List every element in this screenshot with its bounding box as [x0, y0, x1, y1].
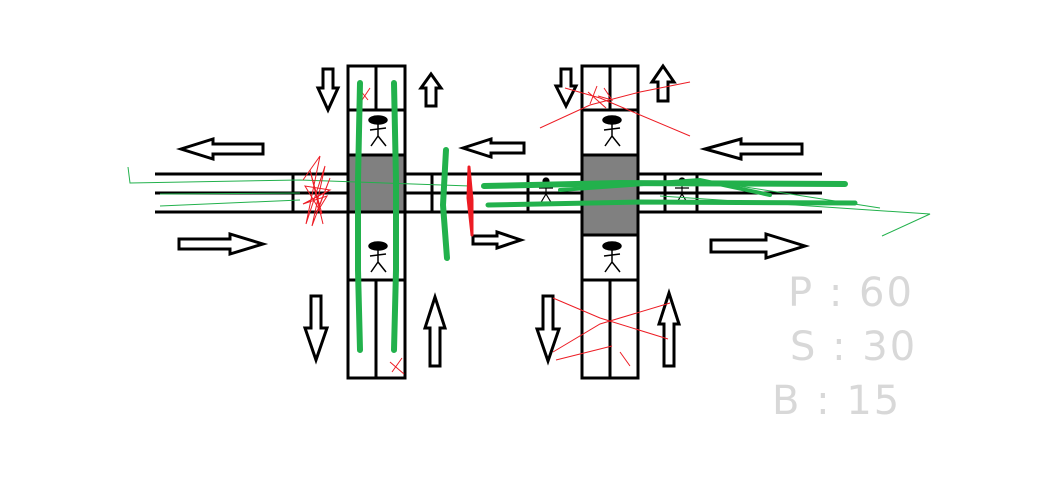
- arrow-right-icon: [177, 231, 269, 257]
- arrow-down-icon: [302, 294, 330, 365]
- red-marker: [466, 165, 474, 237]
- arrow-left-icon: [175, 136, 265, 162]
- green-route-marks: [355, 80, 858, 353]
- arrow-right-icon: [471, 229, 526, 251]
- legend-s-value: 30: [862, 324, 918, 370]
- arrow-up-icon: [418, 71, 444, 108]
- arrow-left-icon: [699, 137, 804, 161]
- arrow-up-icon: [422, 292, 448, 368]
- pedestrian-icon: [368, 115, 388, 147]
- legend-b-value: 15: [846, 378, 902, 424]
- pedestrian-icon: [602, 241, 622, 273]
- arrow-down-icon: [553, 67, 579, 110]
- legend-s-label: S: [790, 324, 818, 370]
- legend-p-value: 60: [859, 270, 914, 316]
- arrow-up-icon: [656, 288, 682, 368]
- legend-b: B : 15: [772, 378, 902, 424]
- arrow-down-icon: [534, 294, 562, 366]
- legend-p: P : 60: [788, 270, 914, 316]
- arrow-down-icon: [315, 67, 341, 114]
- arrow-right-icon: [709, 231, 811, 261]
- legend-p-label: P: [788, 270, 815, 316]
- arrow-left-icon: [458, 136, 526, 160]
- pedestrian-icon: [602, 115, 622, 147]
- red-scribbles: [302, 81, 691, 375]
- horizontal-road: [155, 172, 822, 214]
- legend-s: S : 30: [790, 324, 918, 370]
- arrow-up-icon: [649, 63, 677, 103]
- intersection-2: [580, 64, 640, 380]
- legend-b-label: B: [772, 378, 802, 424]
- pedestrian-icon: [368, 241, 388, 273]
